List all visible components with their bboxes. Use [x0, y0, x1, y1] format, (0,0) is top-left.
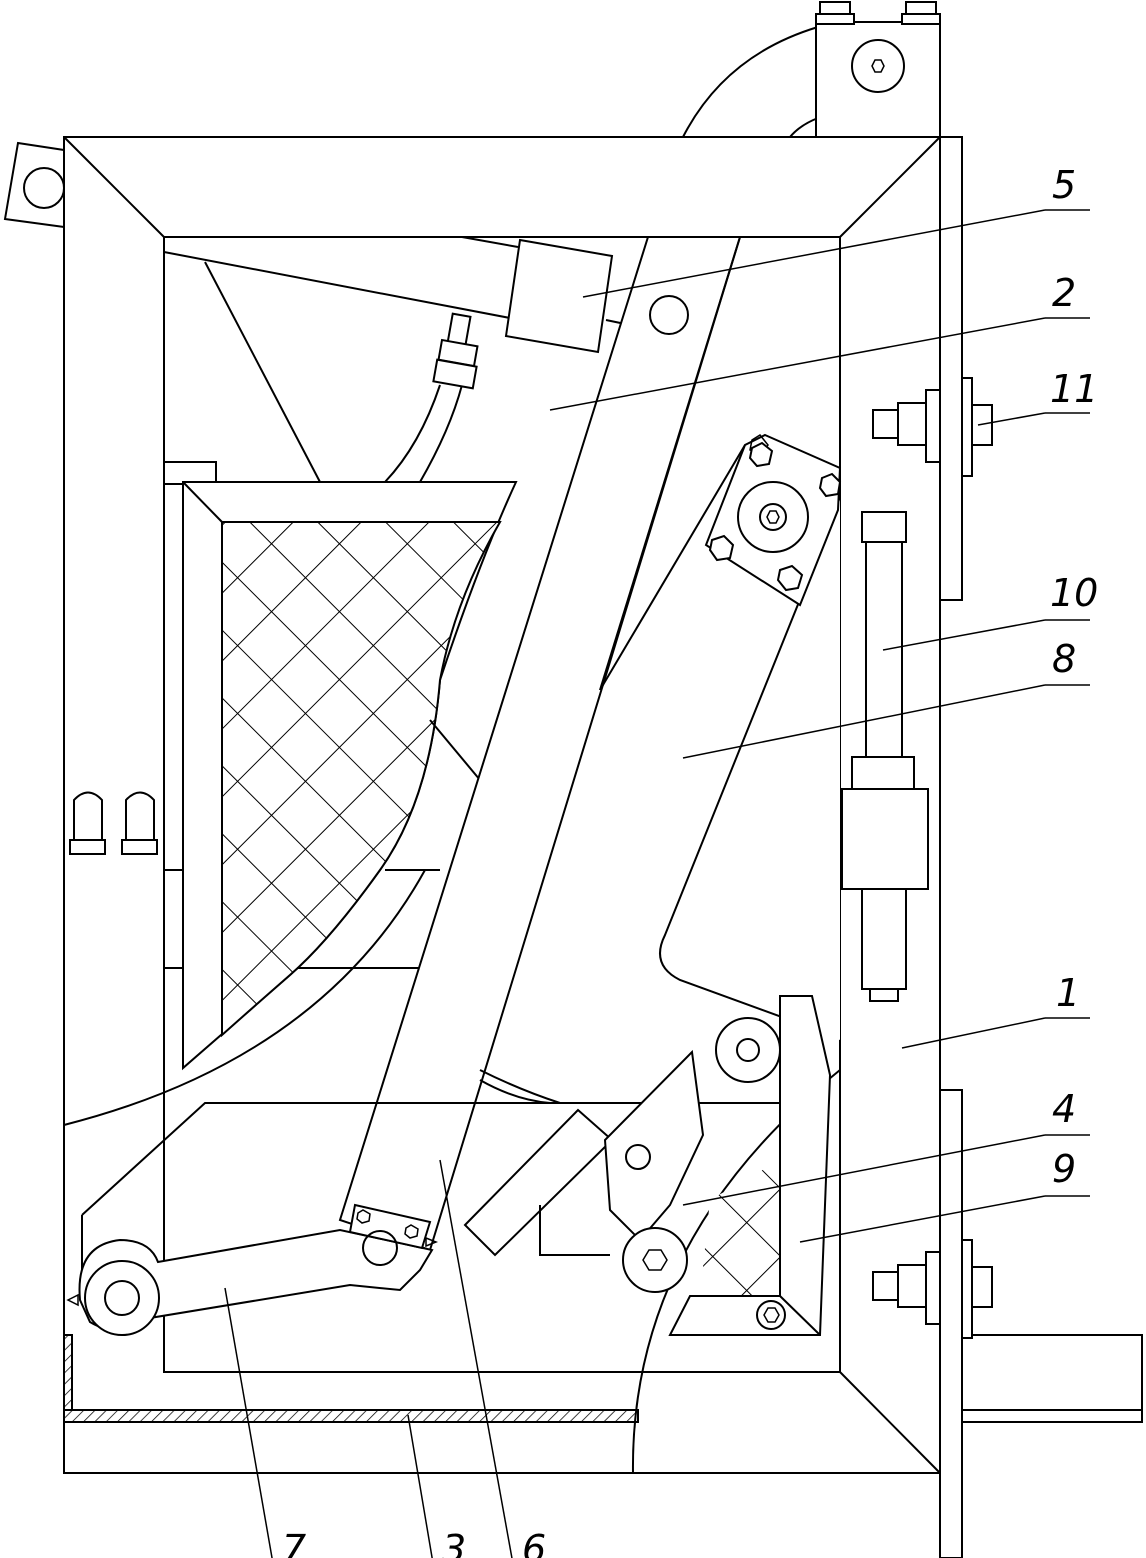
cam-lever [599, 433, 842, 1040]
callout-10: 10 [1050, 571, 1098, 615]
callout-9: 9 [1052, 1147, 1076, 1191]
callout-2: 2 [1052, 271, 1076, 315]
left-brake-shoe [163, 461, 518, 1071]
callout-1: 1 [1056, 971, 1080, 1015]
callout-labels: 5 2 11 10 8 1 4 9 7 3 6 [282, 163, 1098, 1558]
tension-rod [841, 511, 929, 1002]
callout-11: 11 [1050, 367, 1098, 411]
callout-6: 6 [522, 1527, 546, 1558]
latch-lever [463, 1049, 705, 1293]
cam-roller [715, 1017, 781, 1083]
upper-bolt [872, 377, 993, 477]
leader-lines [224, 209, 1090, 1558]
floor-plate [63, 1334, 639, 1423]
callout-4: 4 [1052, 1087, 1076, 1131]
top-bracket [682, 1, 941, 138]
callout-3: 3 [442, 1527, 466, 1558]
left-buffers [69, 791, 158, 855]
link-arm [66, 1203, 439, 1336]
callout-7: 7 [282, 1527, 306, 1558]
tension-cable [163, 236, 519, 781]
callout-5: 5 [1052, 163, 1076, 207]
top-left-lug [3, 141, 65, 229]
right-brake-shoe [640, 995, 840, 1373]
callout-8: 8 [1052, 637, 1076, 681]
lower-bolt [872, 1239, 993, 1339]
adjuster-block [504, 238, 631, 354]
